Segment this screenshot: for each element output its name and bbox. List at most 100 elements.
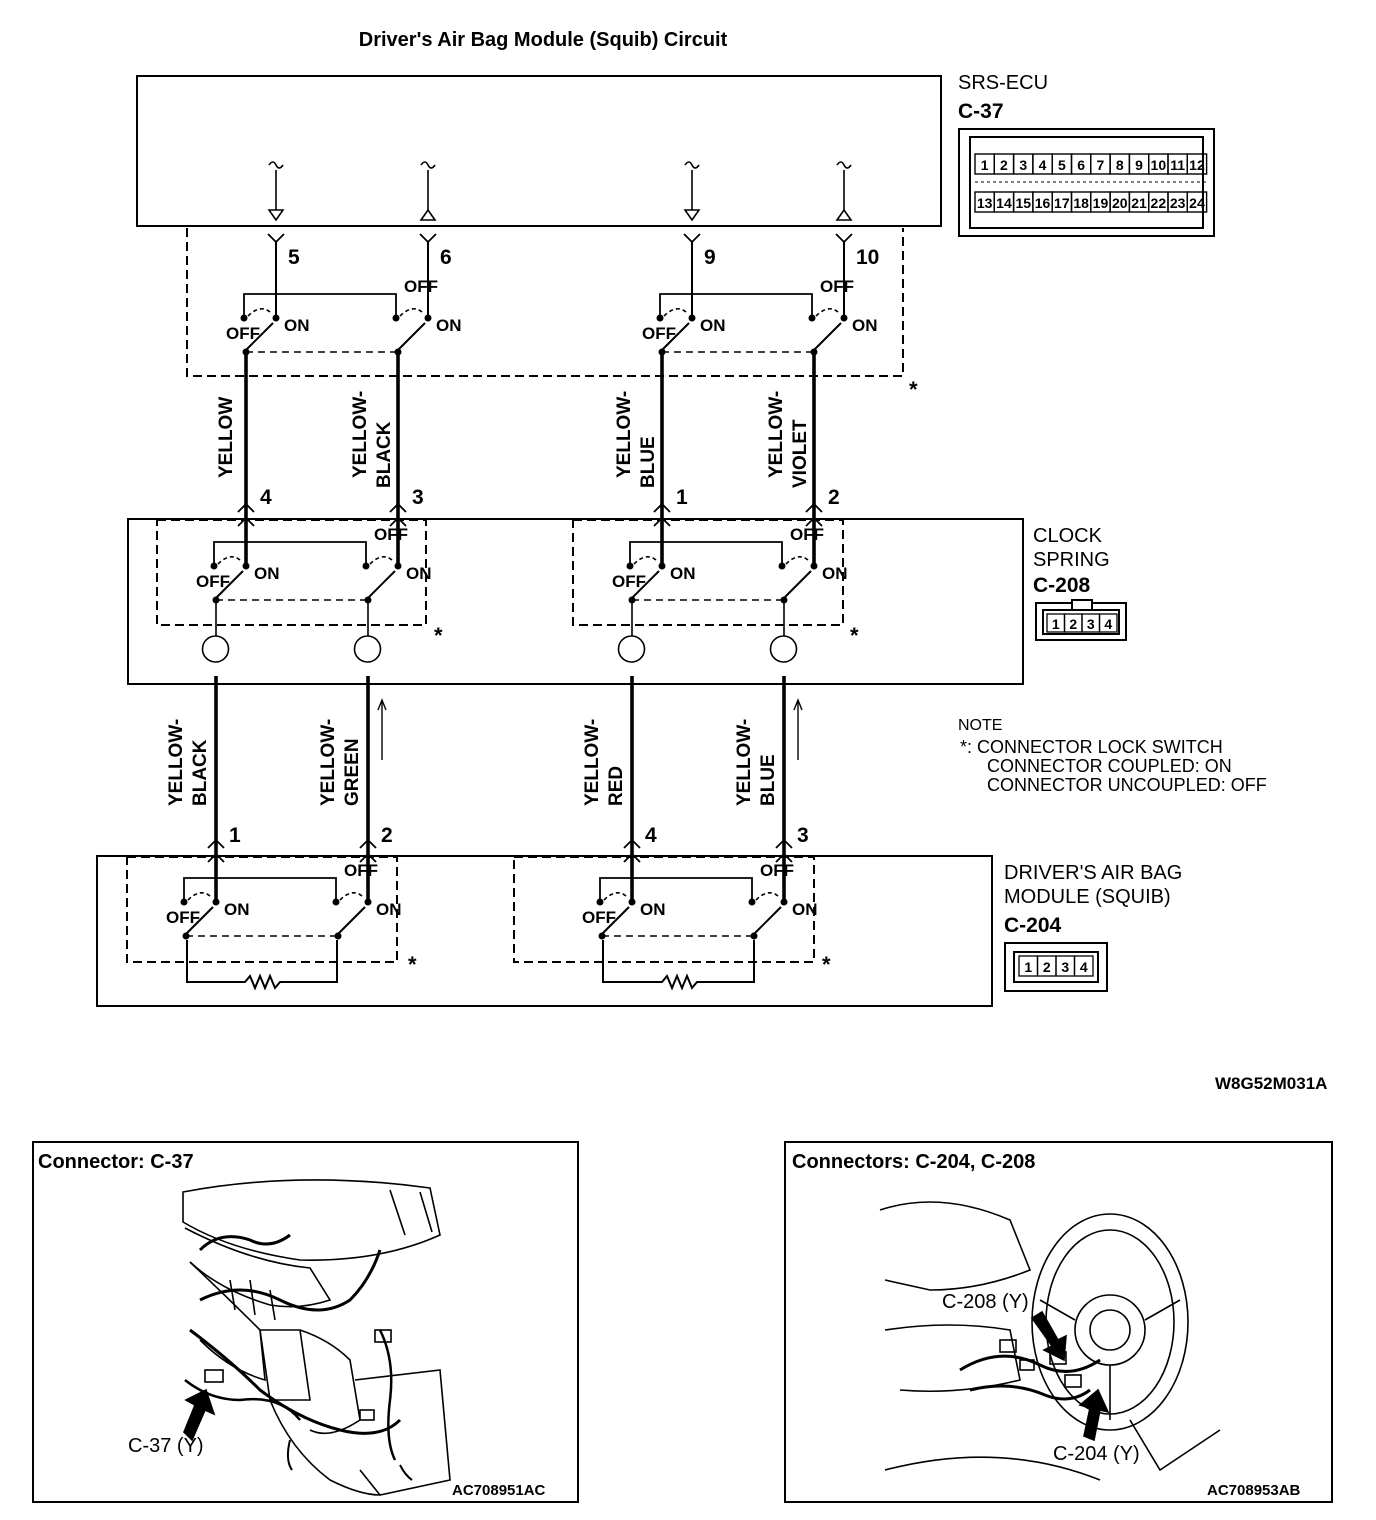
switch-on-label: ON — [822, 564, 848, 583]
current-direction-arrow-head — [377, 698, 387, 711]
note-line3: CONNECTOR UNCOUPLED: OFF — [987, 775, 1267, 795]
panel-right-callout-c204: C-204 (Y) — [1053, 1443, 1140, 1465]
c37-pin-label: 11 — [1170, 157, 1185, 173]
ecu-switch-zone — [186, 228, 904, 377]
c208-pin-label: 1 — [1052, 616, 1060, 632]
switch-off-label: OFF — [374, 525, 408, 544]
switch-on-label: ON — [640, 900, 666, 919]
airbag-name-line1: DRIVER'S AIR BAG — [1004, 862, 1182, 884]
airbag-connector-id: C-204 — [1004, 914, 1062, 937]
switch-arc — [785, 556, 809, 565]
connector-chevron-icon — [623, 852, 641, 863]
off-link-right — [276, 293, 397, 318]
switch-contact-on — [628, 898, 636, 906]
c204-face-outer — [1004, 942, 1108, 992]
switch-blade-cs-right-1 — [783, 570, 812, 599]
switch-blade-cs-right-0 — [631, 570, 660, 599]
airbag-zone-left — [126, 856, 398, 963]
ecu-pin-number: 5 — [288, 246, 300, 269]
wire-color-label-lower: BLACK — [190, 739, 211, 806]
switch-off-label: OFF — [344, 861, 378, 880]
lock-switch-star: * — [408, 952, 417, 977]
supply-arrow-icon — [419, 208, 437, 221]
switch-blade-ecu-left-0 — [245, 322, 274, 351]
off-link-left — [213, 541, 246, 566]
wire-color-label-lower: YELLOW- — [582, 719, 603, 806]
airbag-pin-number: 4 — [645, 824, 657, 847]
connector-chevron-icon — [775, 852, 793, 863]
off-link-right — [692, 293, 813, 318]
wire-color-label-lower: YELLOW- — [734, 719, 755, 806]
ground-arrow-icon — [683, 209, 701, 222]
panel-right-callout-c208: C-208 (Y) — [942, 1291, 1029, 1313]
connector-chevron-icon — [653, 502, 671, 513]
off-link-left — [659, 293, 692, 318]
switch-off-label: OFF — [642, 324, 676, 343]
switch-off-label: OFF — [166, 908, 200, 927]
clock-spring-coil-icon — [769, 635, 798, 663]
connector-chevron-icon — [683, 233, 701, 244]
c37-pin-label: 21 — [1131, 195, 1147, 211]
connector-chevron-icon — [267, 233, 285, 244]
switch-contact-on — [658, 562, 666, 570]
c37-pin-label: 15 — [1015, 195, 1031, 211]
c37-face-outer — [958, 128, 1215, 237]
switch-contact-on — [780, 898, 788, 906]
squib-resistor-left — [186, 940, 338, 991]
connector-chevron-icon — [775, 838, 793, 849]
clock-spring-zone-right — [572, 519, 844, 626]
c208-pin-label: 4 — [1104, 616, 1112, 632]
connector-chevron-icon — [389, 516, 407, 527]
off-link-left — [243, 293, 276, 318]
clock-spring-coil-icon — [201, 635, 230, 663]
lock-switch-star: * — [822, 952, 831, 977]
switch-arc — [399, 308, 423, 317]
connector-chevron-icon — [237, 502, 255, 513]
wire-color-label-upper: BLACK — [374, 421, 395, 488]
switch-off-label: OFF — [612, 572, 646, 591]
c37-pin-cell — [1186, 153, 1208, 175]
switch-on-label: ON — [436, 316, 462, 335]
switch-off-label: OFF — [760, 861, 794, 880]
connector-chevron-icon — [207, 838, 225, 849]
wire-color-label-lower: RED — [606, 766, 627, 806]
c37-pin-label: 3 — [1019, 157, 1027, 173]
wire-break — [420, 161, 436, 169]
switch-contact-on — [212, 898, 220, 906]
c37-pin-label: 2 — [1000, 157, 1008, 173]
c37-pin-label: 12 — [1189, 157, 1205, 173]
wire-break — [684, 161, 700, 169]
switch-pivot — [750, 932, 758, 940]
off-link-left — [599, 877, 632, 902]
note-heading: NOTE — [958, 717, 1002, 734]
switch-off-label: OFF — [820, 277, 854, 296]
switch-blade-ecu-left-1 — [397, 322, 426, 351]
switch-off-label: OFF — [404, 277, 438, 296]
switch-blade-cs-left-0 — [215, 570, 244, 599]
ecu-pin-number: 9 — [704, 246, 716, 269]
wire-color-label-upper: YELLOW- — [350, 391, 371, 478]
clock-spring-pin-number: 1 — [676, 486, 688, 509]
switch-on-label: ON — [700, 316, 726, 335]
c37-pin-label: 13 — [977, 195, 993, 211]
switch-on-label: ON — [284, 316, 310, 335]
switch-blade-ecu-right-0 — [661, 322, 690, 351]
off-link-right — [216, 877, 337, 902]
switch-on-label: ON — [254, 564, 280, 583]
connector-chevron-icon — [419, 233, 437, 244]
switch-blade-cs-left-1 — [367, 570, 396, 599]
c37-pin-label: 22 — [1151, 195, 1167, 211]
c37-pin-label: 7 — [1097, 157, 1105, 173]
c208-pin-cell — [1098, 613, 1118, 633]
clock-spring-coil-icon — [617, 635, 646, 663]
c37-pin-label: 8 — [1116, 157, 1124, 173]
switch-on-label: ON — [792, 900, 818, 919]
c37-pin-label: 14 — [996, 195, 1012, 211]
clock-spring-zone-left — [156, 519, 427, 626]
wire-color-label-lower: BLUE — [758, 754, 779, 806]
c204-pin-label: 3 — [1061, 959, 1069, 975]
current-direction-arrow-head — [793, 698, 803, 711]
